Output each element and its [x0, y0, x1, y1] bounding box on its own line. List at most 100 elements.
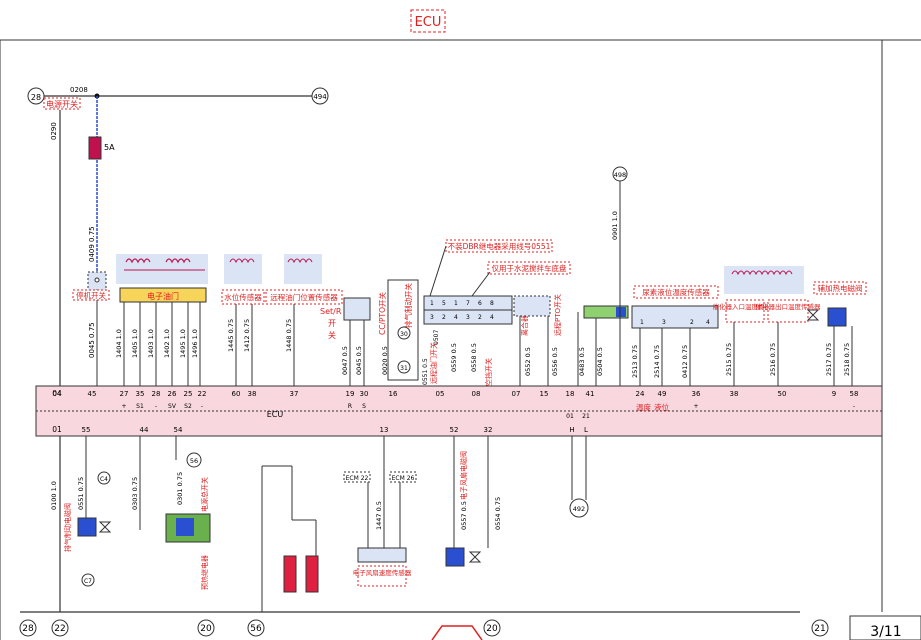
- ecu-pin-top: 38: [248, 390, 257, 398]
- wire-0045: 0045 0.75: [88, 322, 96, 358]
- ecu-pin-bottom: 32: [484, 426, 493, 434]
- wire-1495: 1495 1.0: [179, 329, 187, 358]
- wire-2513: 2513 0.75: [631, 345, 639, 378]
- wire-2518: 2518 0.75: [843, 343, 851, 376]
- wire-1412: 1412 0.75: [243, 319, 251, 352]
- ecu-pin-sub: -: [155, 403, 157, 410]
- ecu-pin-sub: S1: [136, 403, 144, 410]
- ecu-pin-bottom: H: [569, 426, 574, 434]
- wire-0557: 0557 0.5: [460, 501, 468, 530]
- exhaust-valve-label: 排气制动电磁阀: [63, 503, 72, 552]
- ecu-pin-top: 58: [850, 390, 859, 398]
- ecu-pin-top: 19: [346, 390, 355, 398]
- wire-2517: 2517 0.75: [825, 343, 833, 376]
- exhaust-valve-icon: [77, 517, 97, 537]
- svg-text:1: 1: [430, 300, 434, 307]
- wire-0290: 0290: [50, 122, 58, 140]
- node-498-label: 498: [614, 171, 626, 179]
- master-switch-label: 电源总开关: [200, 477, 209, 512]
- ecu-pin-bottom: 54: [174, 426, 183, 434]
- neutral-switch-label: 空挡开关: [484, 358, 493, 386]
- ecu-pin-sub: SV: [168, 403, 177, 410]
- ecu-pin-top: 08: [472, 390, 481, 398]
- stop-switch-label: 停机开关: [76, 290, 106, 300]
- fuse-icon: [88, 136, 102, 160]
- mixer-note: 仅用于水泥搅拌车底盘: [492, 263, 567, 273]
- ecu-pin-top: 18: [566, 390, 575, 398]
- dbr-note: 不装DBR继电器采用线号0551: [448, 241, 551, 251]
- page-number: 3/11: [870, 624, 901, 640]
- node-c4-label: C4: [100, 476, 108, 483]
- remote-throttle-label: 远程油门位置传感器: [270, 292, 338, 302]
- wire-0507: 0507: [433, 330, 440, 345]
- ecu-pin-top: 04: [53, 390, 62, 398]
- catalyst-outlet-label: 催化器出口温度传感器: [756, 302, 822, 311]
- svg-text:4: 4: [490, 314, 494, 321]
- ecu-pin-top: 45: [88, 390, 97, 398]
- svg-text:4: 4: [706, 319, 710, 326]
- ecu-pin-top: 27: [120, 390, 129, 398]
- ecu-pin-top: 35: [136, 390, 145, 398]
- ecu-pin-top: 30: [360, 390, 369, 398]
- svg-text:ECU: ECU: [415, 15, 442, 30]
- ecu-pin-top: 24: [636, 390, 645, 398]
- ecu-pin-bottom: 52: [450, 426, 459, 434]
- cc-pto-label: CC/PTO开关: [377, 291, 387, 335]
- header-title: ECU: [410, 9, 446, 33]
- ecu-left-code2: 01: [52, 425, 62, 434]
- wire-0100: 0100 1.0: [50, 481, 58, 510]
- ecu-left-code: 04: [52, 389, 62, 398]
- catalyst-inlet-label: 催化器入口温度传感器: [713, 302, 779, 311]
- wire-0047: 0047 0.5: [341, 346, 349, 375]
- wire-0558: 0558 0.5: [470, 343, 478, 372]
- fan-valve-icon: [445, 547, 465, 567]
- switch-on-label: 开: [328, 319, 336, 328]
- ecu-pin-top: 26: [168, 390, 177, 398]
- ecu-pin-sub: -: [201, 403, 203, 410]
- svg-text:8: 8: [490, 300, 494, 307]
- ecu-pin-top: 07: [512, 390, 521, 398]
- heater-valve-label: 辅加热电磁阀: [818, 283, 863, 293]
- fuse-label: 5A: [104, 143, 115, 152]
- temp-label: 温度: [636, 402, 651, 412]
- svg-text:1: 1: [454, 300, 458, 307]
- node-28: [27, 87, 45, 105]
- svg-text:2: 2: [478, 314, 482, 321]
- ecu-pin-sub: R: [348, 403, 352, 410]
- ecu-pin-top: 16: [389, 390, 398, 398]
- wire-0483: 0483 0.5: [578, 347, 586, 376]
- switch-off-label: 关: [328, 330, 336, 340]
- fan-valve-label: 电子风扇电磁阀: [459, 451, 468, 500]
- ecu-pin-sub: +: [121, 403, 126, 410]
- wire-1404: 1404 1.0: [115, 329, 123, 358]
- wire-0551: 0551 0.5: [422, 358, 429, 385]
- wire-2516: 2516 0.75: [769, 343, 777, 376]
- ecu-pin-bottom: L: [584, 426, 588, 434]
- wire-0409: 0409 0.75: [88, 226, 96, 262]
- bottom-node-28: 28: [22, 624, 34, 634]
- bottom-node-22: 22: [54, 624, 65, 634]
- svg-text:2: 2: [442, 314, 446, 321]
- wire-0045b: 0045 0.5: [355, 346, 363, 375]
- wire-0020: 0020 0.5: [381, 346, 389, 375]
- svg-text:2: 2: [690, 319, 694, 326]
- ecu-pin-bottom: 13: [380, 426, 389, 434]
- wire-0556: 0556 0.5: [551, 347, 559, 376]
- svg-text:7: 7: [466, 300, 470, 307]
- wire-0901: 0901 1.0: [611, 211, 619, 240]
- node-31-label: 31: [400, 365, 408, 372]
- ecu-pin-top: 9: [832, 390, 836, 398]
- wire-1448: 1448 0.75: [285, 319, 293, 352]
- wire-0301: 0301 0.75: [176, 472, 184, 505]
- node-56-label: 56: [190, 457, 198, 465]
- ecu-pin-top: 25: [184, 390, 193, 398]
- ecu-pin-sub: +: [693, 403, 698, 410]
- wire-1402: 1402 1.0: [163, 329, 171, 358]
- wire-0412: 0412 0.75: [681, 345, 689, 378]
- wire-1447: 1447 0.5: [375, 501, 383, 530]
- node-494: [311, 87, 329, 105]
- ecm26-label: ECM 26: [392, 475, 415, 482]
